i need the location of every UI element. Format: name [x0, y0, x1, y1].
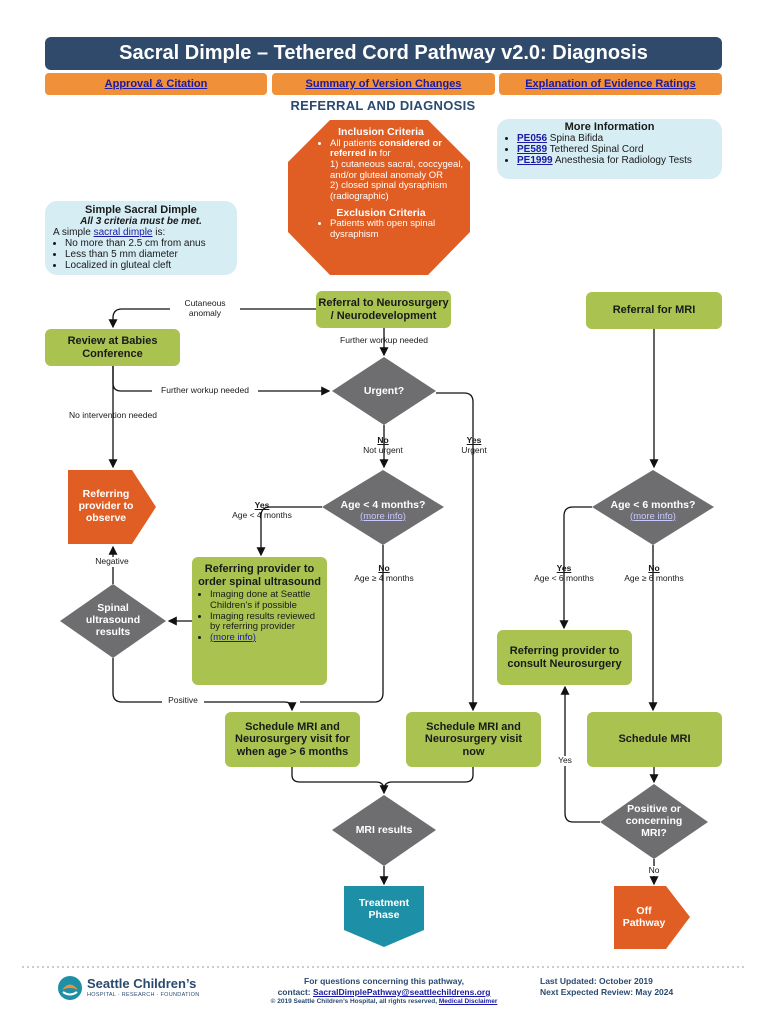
referral-neurosurgery-box[interactable]: Referral to Neurosurgery / Neurodevelopm…: [316, 291, 451, 328]
seattle-childrens-logo: Seattle Children’s HOSPITAL · RESEARCH ·…: [57, 975, 257, 1001]
simple-dimple-box: Simple Sacral Dimple All 3 criteria must…: [45, 201, 237, 275]
urgent-diamond: [332, 357, 436, 425]
more-info-item: PE056 Spina Bifida: [517, 133, 714, 144]
criteria-item: No more than 2.5 cm from anus: [65, 238, 229, 249]
more-info-title: More Information: [564, 121, 655, 133]
edge-label-further-workup: Further workup needed: [152, 385, 258, 396]
footer-copyright: © 2019 Seattle Children’s Hospital, all …: [270, 998, 498, 1005]
age4-label: Age < 4 months? (more info): [323, 499, 443, 522]
urgent-label: Urgent?: [363, 385, 405, 397]
simple-dimple-subtitle: All 3 criteria must be met.: [80, 216, 202, 227]
more-info-box: More Information PE056 Spina Bifida PE58…: [497, 119, 722, 179]
criteria-item: Less than 5 mm diameter: [65, 249, 229, 260]
medical-disclaimer-link[interactable]: Medical Disclaimer: [438, 998, 498, 1005]
inclusion-1: 1) cutaneous sacral, coccygeal, and/or g…: [330, 159, 464, 181]
schedule-mri-6-months-box[interactable]: Schedule MRI and Neurosurgery visit for …: [225, 712, 360, 767]
criteria-text: Inclusion Criteria All patients consider…: [300, 126, 472, 241]
order-ultrasound-box[interactable]: Referring provider to order spinal ultra…: [192, 557, 327, 685]
schedule-mri-now-box[interactable]: Schedule MRI and Neurosurgery visit now: [406, 712, 541, 767]
referring-observe-label: Referring provider to observe: [78, 488, 134, 525]
treatment-phase-shape: [344, 886, 424, 947]
criteria-item: Localized in gluteal cleft: [65, 260, 229, 271]
positive-mri-label: Positive or concerning MRI?: [625, 803, 683, 840]
inclusion-2: 2) closed spinal dysraphism (radiographi…: [330, 180, 448, 202]
age6-diamond: [592, 470, 714, 545]
order-ultrasound-title: Referring provider to order spinal ultra…: [198, 563, 321, 588]
edge-label-negative: Negative: [88, 556, 136, 567]
review-babies-conference-box[interactable]: Review at Babies Conference: [45, 329, 180, 366]
simple-dimple-title: Simple Sacral Dimple: [85, 204, 197, 216]
spinal-us-diamond: [60, 584, 166, 658]
edge-label-positive: Positive: [162, 695, 204, 706]
edge-label-yes: Yes: [552, 755, 578, 766]
age4-diamond: [322, 470, 444, 545]
last-updated: Last Updated: October 2019: [540, 976, 653, 986]
pathway-email-link[interactable]: SacralDimplePathway@seattlechildrens.org: [313, 987, 491, 997]
consult-neurosurgery-box[interactable]: Referring provider to consult Neurosurge…: [497, 630, 632, 685]
tab-evidence-ratings[interactable]: Explanation of Evidence Ratings: [499, 73, 722, 95]
off-pathway-label: Off Pathway: [622, 905, 666, 930]
section-title: REFERRAL AND DIAGNOSIS: [290, 98, 476, 113]
age6-more-info-link[interactable]: (more info): [630, 510, 676, 522]
simple-dimple-intro: A simple sacral dimple is:: [53, 227, 166, 238]
pe1999-link[interactable]: PE1999: [517, 155, 553, 167]
age4-more-info-link[interactable]: (more info): [360, 510, 406, 522]
sacral-dimple-link[interactable]: sacral dimple: [93, 227, 153, 238]
edge-label-cutaneous: Cutaneous anomaly: [170, 298, 240, 319]
positive-mri-diamond: [600, 784, 708, 859]
referral-mri-box[interactable]: Referral for MRI: [586, 292, 722, 329]
order-ultrasound-item: (more info): [210, 631, 321, 644]
edge-label-no: No: [642, 865, 666, 876]
pe589-link[interactable]: PE589: [517, 144, 548, 156]
more-info-item: PE1999 Anesthesia for Radiology Tests: [517, 155, 714, 166]
off-pathway-pentagon: [614, 886, 690, 949]
logo-icon: [58, 976, 82, 1000]
page-title: Sacral Dimple – Tethered Cord Pathway v2…: [45, 37, 722, 70]
logo-text: Seattle Children’s: [87, 976, 197, 991]
exclusion-item: Patients with open spinal dysraphism: [330, 218, 472, 240]
tab-version-changes[interactable]: Summary of Version Changes: [272, 73, 495, 95]
ultrasound-more-info-link[interactable]: (more info): [210, 631, 256, 643]
treatment-phase-label: Treatment Phase: [358, 897, 410, 922]
observe-pentagon: [68, 470, 156, 544]
footer-questions: For questions concerning this pathway,: [304, 976, 464, 986]
tab-approval-citation[interactable]: Approval & Citation: [45, 73, 267, 95]
schedule-mri-box[interactable]: Schedule MRI: [587, 712, 722, 767]
order-ultrasound-item: Imaging done at Seattle Children’s if po…: [210, 589, 321, 611]
pe056-link[interactable]: PE056: [517, 133, 548, 144]
edge-label-further-workup: Further workup needed: [340, 335, 428, 345]
criteria-octagon: [288, 120, 470, 275]
edge-label-no-intervention: No intervention needed: [69, 410, 157, 420]
more-info-item: PE589 Tethered Spinal Cord: [517, 144, 714, 155]
inclusion-text: All patients considered or referred in f…: [330, 138, 472, 160]
mri-results-label: MRI results: [355, 824, 413, 836]
mri-results-diamond: [332, 795, 436, 866]
inclusion-title: Inclusion Criteria: [338, 126, 424, 138]
logo-subtext: HOSPITAL · RESEARCH · FOUNDATION: [87, 992, 200, 998]
next-review: Next Expected Review: May 2024: [540, 987, 674, 997]
exclusion-title: Exclusion Criteria: [336, 206, 426, 219]
footer-contact: contact: SacralDimplePathway@seattlechil…: [277, 987, 491, 997]
order-ultrasound-item: Imaging results reviewed by referring pr…: [210, 611, 321, 633]
spinal-us-results-label: Spinal ultrasound results: [85, 602, 141, 639]
age6-label: Age < 6 months? (more info): [593, 499, 713, 522]
